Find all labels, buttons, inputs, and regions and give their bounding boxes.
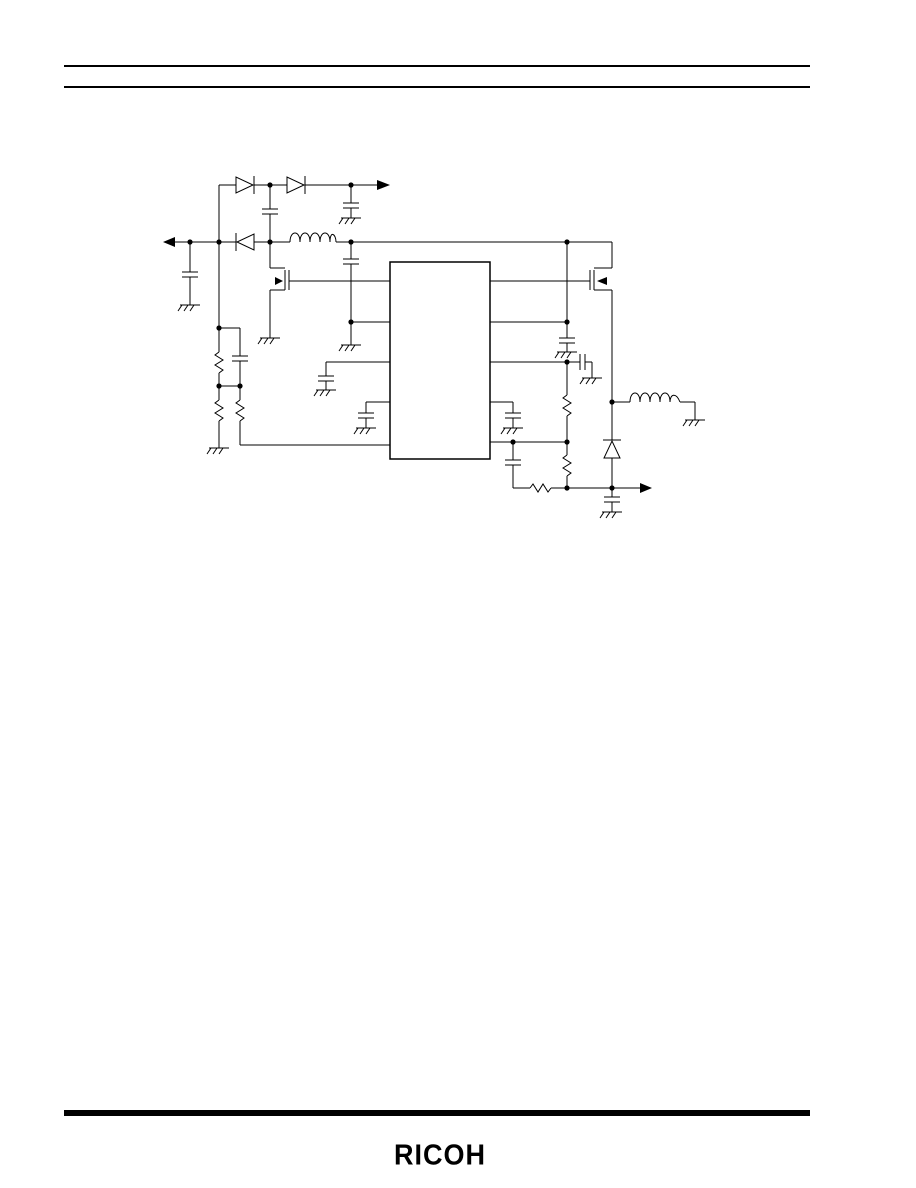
diode-top-2 <box>286 176 390 194</box>
capacitor-right-1 <box>554 337 577 359</box>
pin-left-4 <box>353 401 390 435</box>
footer-rule <box>64 1110 810 1116</box>
pin-left-3 <box>313 361 390 397</box>
diode-right <box>603 439 621 488</box>
output-arrow-left <box>163 237 175 247</box>
capacitor-pump <box>262 185 278 242</box>
capacitor-l1 <box>338 242 361 352</box>
capacitor-out-top <box>338 185 361 225</box>
feedback-divider-left <box>206 327 248 455</box>
left-rail <box>163 184 257 328</box>
diode-top-1 <box>235 176 287 194</box>
junctions <box>187 182 615 491</box>
capacitor-right-2 <box>579 354 602 385</box>
capacitor-out-right <box>599 488 622 519</box>
mosfet-left <box>257 242 390 345</box>
mosfet-right <box>589 242 613 440</box>
feedback-divider-right <box>562 362 572 488</box>
brand-logo-text: RICOH <box>394 1139 486 1171</box>
header-rule-bottom <box>64 86 810 88</box>
ic-package <box>389 261 491 460</box>
inductor-top <box>289 232 612 243</box>
output-arrow-right <box>640 483 652 493</box>
ricoh-logo: RICOH <box>392 1139 488 1171</box>
output-arrow-top <box>377 180 390 190</box>
pin-right-4 <box>490 401 523 435</box>
header-rule-top <box>64 65 810 67</box>
capacitor-in-left <box>177 242 200 312</box>
compensation-network <box>505 442 652 493</box>
inductor-right <box>612 392 705 427</box>
diode-rail <box>235 233 290 251</box>
